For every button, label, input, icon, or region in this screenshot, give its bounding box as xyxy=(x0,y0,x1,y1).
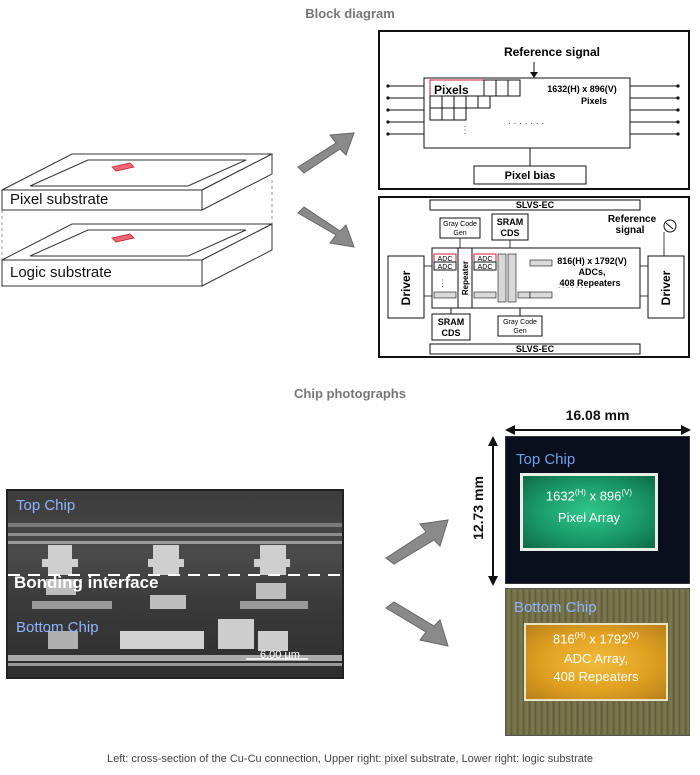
cross-section-bottom-chip-label: Bottom Chip xyxy=(16,619,99,636)
sram-top-line2: CDS xyxy=(500,228,519,238)
adc-array-times: x xyxy=(585,631,600,647)
slvs-ec-top: SLVS-EC xyxy=(516,200,555,210)
svg-text:⋮: ⋮ xyxy=(460,125,470,136)
sram-bottom-line1: SRAM xyxy=(438,317,465,327)
logic-reference-line2: signal xyxy=(616,225,645,236)
svg-text:⋮: ⋮ xyxy=(438,278,447,288)
arrow-to-bottom-chip xyxy=(385,601,449,647)
adc-array-h: 816 xyxy=(552,631,575,647)
pixel-array-region: 1632(H) x 896(V) Pixel Array xyxy=(520,473,658,551)
driver-left-label: Driver xyxy=(399,270,413,305)
sram-bottom-line2: CDS xyxy=(441,328,460,338)
gray-code-gen-bottom-line1: Gray Code xyxy=(503,319,537,326)
arrow-to-top-chip xyxy=(385,519,449,565)
adc-count: ADCs, xyxy=(578,267,605,277)
gray-code-gen-top-line1: Gray Code xyxy=(443,221,477,228)
pixel-array-v-sup: (V) xyxy=(621,488,633,497)
pixel-grid: ⋮ . . . . . . . xyxy=(429,79,544,136)
adc-cell-3: ADC xyxy=(478,256,493,263)
adc-array-size: 816(H) x 1792(V) xyxy=(557,256,627,266)
reference-signal-label: Reference signal xyxy=(504,45,600,59)
svg-text:. . . . . . .: . . . . . . . xyxy=(558,281,587,290)
chip-height-arrow xyxy=(488,436,498,586)
block-diagram-title: Block diagram xyxy=(305,6,395,21)
repeater-count: 408 Repeaters xyxy=(559,278,620,288)
top-chip-photo-label: Top Chip xyxy=(516,451,576,468)
cross-section-top-chip-label: Top Chip xyxy=(16,497,76,514)
gray-code-gen-top-line2: Gen xyxy=(453,230,466,237)
bottom-chip-photo-label: Bottom Chip xyxy=(514,599,597,616)
pixels-label: Pixels xyxy=(434,83,469,97)
figure-caption: Left: cross-section of the Cu-Cu connect… xyxy=(106,753,594,765)
pixel-substrate-label: Pixel substrate xyxy=(10,191,109,208)
logic-substrate-label: Logic substrate xyxy=(10,264,112,281)
cross-section-structures xyxy=(8,523,342,666)
logic-block-diagram: SLVS-EC SLVS-EC Driver Driver Gray Code … xyxy=(378,196,690,358)
adc-array-v: 1792 xyxy=(599,631,629,647)
stacked-substrates-diagram xyxy=(1,153,273,287)
chip-width-arrow xyxy=(505,425,691,435)
bottom-chip-photo: Bottom Chip 816(H) x 1792(V) ADC Array, … xyxy=(505,588,690,736)
adc-array-region: 816(H) x 1792(V) ADC Array, 408 Repeater… xyxy=(524,623,668,701)
cross-section-photo: Top Chip Bonding interface Bottom Chip 6… xyxy=(6,489,344,679)
scale-bar-label: 6.00 µm xyxy=(260,649,300,661)
adc-array-v-sup: (V) xyxy=(628,631,640,640)
adc-array-label2: 408 Repeaters xyxy=(553,669,639,684)
slvs-ec-bottom: SLVS-EC xyxy=(516,344,555,354)
sram-top-line1: SRAM xyxy=(497,217,524,227)
pixel-array-size: 1632(H) x 896(V) xyxy=(547,84,617,94)
arrow-to-pixel-block xyxy=(297,132,355,174)
adc-array-h-sup: (H) xyxy=(574,631,586,640)
pixel-block-diagram: Reference signal ⋮ . . . . . . . Pixels … xyxy=(378,30,690,190)
chip-height-dimension: 12.73 mm xyxy=(470,476,486,540)
adc-cell-1: ADC xyxy=(438,256,453,263)
repeater-label: Repeater xyxy=(461,261,470,295)
pixel-array-h-sup: (H) xyxy=(574,488,586,497)
adc-array-size: 816(H) x 1792(V) xyxy=(526,631,666,646)
adc-cell-4: ADC xyxy=(478,264,493,271)
pixel-array-unit: Pixels xyxy=(581,96,607,106)
pixel-array-label: Pixel Array xyxy=(557,510,621,525)
pixel-array-h: 1632 xyxy=(545,488,575,504)
logic-reference-line1: Reference xyxy=(608,214,657,225)
logic-substrate-layer xyxy=(1,223,273,287)
driver-right-label: Driver xyxy=(659,270,673,305)
arrow-to-logic-block xyxy=(297,206,355,248)
chip-width-dimension: 16.08 mm xyxy=(565,407,630,423)
gray-code-gen-bottom-line2: Gen xyxy=(513,328,526,335)
chip-photographs-title: Chip photographs xyxy=(294,386,406,401)
adc-cell-2: ADC xyxy=(438,264,453,271)
adc-array-label1: ADC Array, xyxy=(563,651,629,666)
svg-text:. . . . . . .: . . . . . . . xyxy=(508,116,544,127)
bonding-interface-label: Bonding interface xyxy=(14,573,159,592)
pixel-substrate-layer xyxy=(1,153,273,211)
pixel-array-v: 896 xyxy=(599,488,622,504)
top-chip-photo: Top Chip 1632(H) x 896(V) Pixel Array xyxy=(505,436,690,584)
pixel-array-times: x xyxy=(585,488,600,504)
pixel-array-size: 1632(H) x 896(V) xyxy=(523,488,655,503)
pixel-bias-label: Pixel bias xyxy=(505,170,556,182)
